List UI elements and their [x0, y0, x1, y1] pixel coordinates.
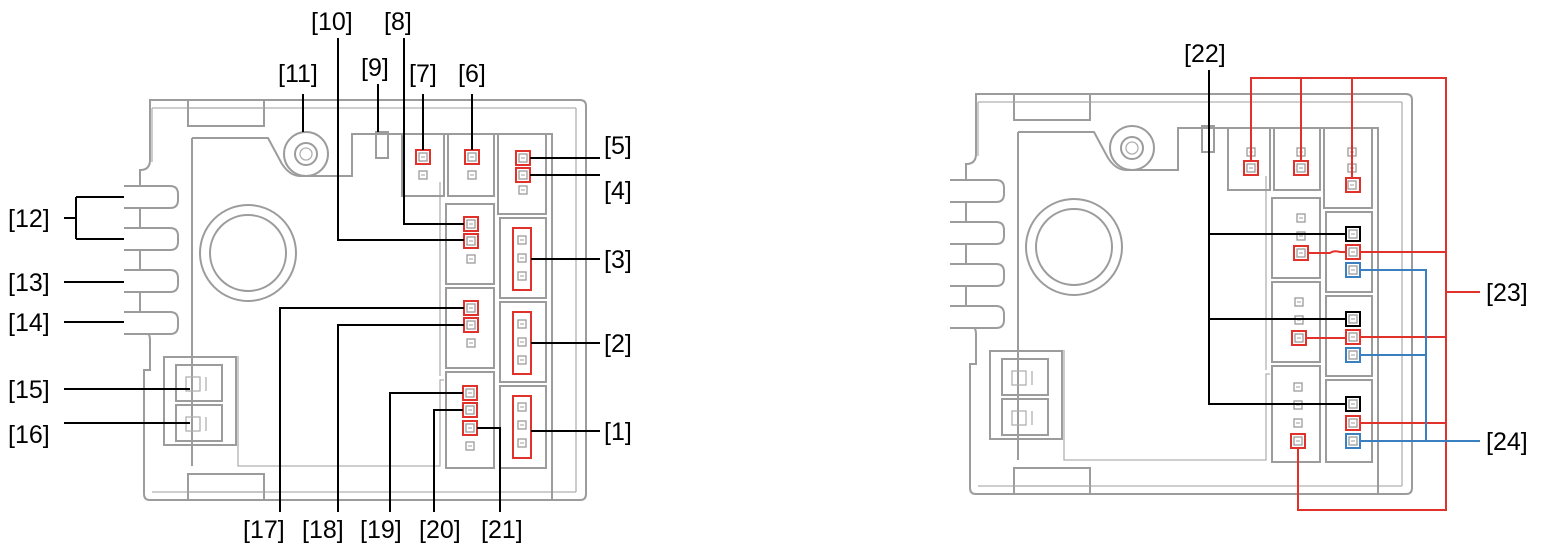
label-10: [10] — [311, 8, 353, 36]
right-view-details: [22] [23] [24] — [1184, 40, 1528, 511]
right-view — [950, 94, 1412, 494]
label-13: [13] — [8, 269, 50, 297]
left-view: [10] [8] [11] [9] [7] [6] [5] [4] [3] [2… — [8, 8, 632, 544]
label-16: [16] — [8, 421, 50, 449]
label-15: [15] — [8, 376, 50, 404]
label-20: [20] — [419, 516, 461, 544]
label-9: [9] — [361, 54, 389, 82]
label-4: [4] — [604, 177, 632, 205]
label-14: [14] — [8, 309, 50, 337]
label-12: [12] — [8, 205, 50, 233]
label-2: [2] — [604, 330, 632, 358]
labels-left: [10] [8] [11] [9] [7] [6] [5] [4] [3] [2… — [8, 8, 632, 544]
black-group-22 — [1208, 70, 1361, 412]
label-7: [7] — [409, 60, 437, 88]
label-5: [5] — [604, 132, 632, 160]
blue-group-24 — [1345, 262, 1480, 449]
label-11: [11] — [278, 60, 318, 88]
label-19: [19] — [360, 516, 402, 544]
red-group-23 — [1243, 77, 1480, 511]
label-6: [6] — [458, 60, 486, 88]
label-1: [1] — [604, 418, 632, 446]
label-3: [3] — [604, 246, 632, 274]
housing-right — [950, 94, 1412, 494]
label-22: [22] — [1184, 40, 1226, 68]
label-21: [21] — [481, 516, 523, 544]
label-18: [18] — [302, 516, 344, 544]
label-8: [8] — [384, 8, 412, 36]
leader-lines-left — [64, 38, 600, 512]
label-23: [23] — [1486, 279, 1528, 307]
label-24: [24] — [1486, 428, 1528, 456]
label-17: [17] — [243, 516, 285, 544]
